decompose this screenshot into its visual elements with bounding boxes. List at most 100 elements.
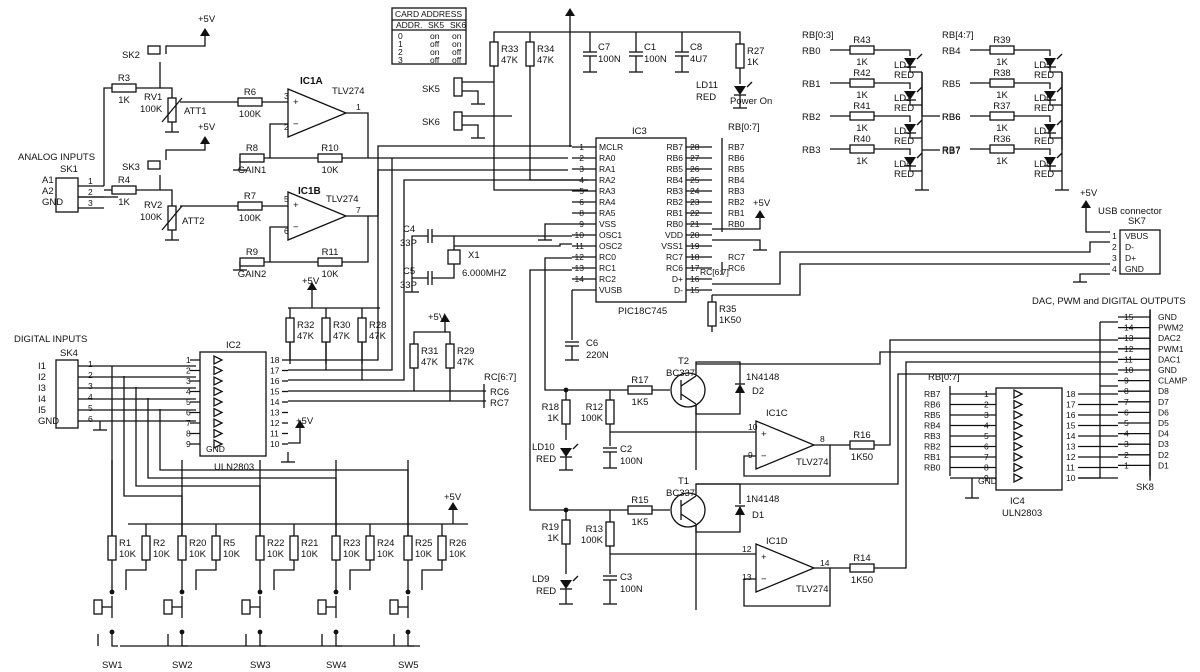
- wire: [695, 361, 741, 384]
- supply-arrow: [1081, 200, 1091, 208]
- table-cell: off: [452, 55, 462, 65]
- ic3-net-label: RB6: [728, 153, 745, 163]
- ic2-pin-num: 11: [270, 429, 279, 439]
- sk2-ref: SK2: [122, 50, 140, 61]
- resistor: [285, 317, 295, 343]
- c2-value: 100N: [620, 456, 643, 467]
- resistor-ref: R36: [993, 134, 1010, 145]
- led-ref: LD8: [1034, 159, 1051, 170]
- diode: [735, 506, 745, 515]
- resistor-value: 10K: [223, 549, 241, 560]
- wire: [1049, 67, 1062, 73]
- ic4-pin-num: 4: [984, 421, 989, 431]
- resistor-value: 1K50: [851, 452, 873, 463]
- resistor-ref: R13: [586, 524, 603, 535]
- switch-label: SW5: [398, 660, 419, 671]
- ic3-pin-num: 1: [579, 142, 584, 152]
- ic3-pin-name: RA1: [599, 164, 616, 174]
- wire: [407, 634, 414, 647]
- ic2-pin-num: 1: [186, 355, 191, 365]
- wire: [544, 257, 610, 391]
- led-symbol: [904, 157, 916, 166]
- sk4-pin-label: I1: [38, 361, 46, 372]
- resistor-value: GAIN2: [238, 269, 267, 280]
- wire: [159, 409, 409, 536]
- pin: 12: [742, 544, 752, 554]
- transistor: [670, 492, 706, 528]
- resistor-value: 47K: [421, 357, 439, 368]
- ic2-pin-num: 18: [270, 355, 280, 365]
- ic3-pin-name: RB7: [666, 142, 683, 152]
- sk8-pin-label: GND: [1158, 312, 1177, 322]
- net-label: RB0: [802, 46, 820, 57]
- ic3-pin-num: 21: [690, 219, 700, 229]
- components-layer: [55, 7, 1161, 618]
- wire: [195, 560, 217, 590]
- resistor-ref: R25: [415, 538, 432, 549]
- ic3-pin-name: RC7: [666, 252, 683, 262]
- resistor-ref: R18: [542, 402, 559, 413]
- resistor-value: 1K: [856, 90, 868, 101]
- resistor: [365, 535, 375, 561]
- sk7-connector: [1119, 229, 1161, 275]
- ic4-net-label: RB4: [924, 421, 941, 431]
- supply-label: +5V: [428, 312, 446, 323]
- resistor-value: 1K: [996, 90, 1008, 101]
- wire: [909, 166, 922, 172]
- switch-label: SW2: [172, 660, 193, 671]
- junction-dot: [109, 589, 115, 595]
- pin: 13: [742, 572, 752, 582]
- resistor: [849, 45, 875, 55]
- resistor-value: 47K: [537, 55, 555, 66]
- wire: [909, 67, 922, 73]
- led-color: RED: [894, 70, 914, 81]
- net-label: RB6: [942, 112, 960, 123]
- ic3-pin-num: 20: [690, 230, 700, 240]
- opamp-plus: +: [293, 200, 299, 211]
- ic3-pin-name: VSS1: [661, 241, 683, 251]
- ic1a-ref: IC1A: [300, 76, 323, 87]
- resistor: [111, 83, 137, 93]
- led-ref: LD2: [894, 93, 911, 104]
- resistor: [849, 111, 875, 121]
- ic4-inverter: [1013, 462, 1024, 473]
- rb07-bus-label: RB[0:7]: [728, 122, 760, 133]
- wire: [493, 16, 571, 44]
- resistor: [989, 78, 1015, 88]
- ic4-net-label: RB2: [924, 442, 941, 452]
- table-header: SK5: [428, 20, 444, 30]
- resistor-value: 1K: [747, 57, 759, 68]
- ic4-pin-num: 10: [1066, 473, 1076, 483]
- wire: [181, 634, 188, 647]
- resistor-ref: R20: [189, 538, 206, 549]
- resistor-value: GAIN1: [238, 165, 267, 176]
- wire: [1049, 166, 1062, 172]
- resistor-ref: R10: [321, 143, 338, 154]
- supply-arrow: [295, 420, 305, 428]
- resistor-value: 100K: [581, 413, 604, 424]
- sk8-pin-num: 11: [1124, 354, 1133, 364]
- junction-dot: [179, 589, 185, 595]
- sk3-jumper: [147, 160, 161, 170]
- ic2-inverter: [213, 407, 224, 418]
- ld11-ref: LD11: [696, 80, 718, 91]
- ld9-color: RED: [536, 586, 556, 597]
- wire: [123, 376, 183, 536]
- ic4-net-label: RB5: [924, 410, 941, 420]
- sk8-pin-num: 13: [1124, 333, 1134, 343]
- resistor-ref: R4: [118, 175, 130, 186]
- ic3-pin-num: 18: [690, 252, 700, 262]
- ic1b-opamp: [287, 191, 348, 241]
- sk1-ref: SK1: [60, 164, 78, 175]
- sk8-pin-label: D7: [1158, 397, 1169, 407]
- wire: [413, 322, 446, 344]
- resistor-ref: R27: [747, 46, 764, 57]
- resistor: [211, 535, 221, 561]
- resistor-ref: R29: [457, 346, 474, 357]
- resistor: [989, 144, 1015, 154]
- pin: 7: [356, 205, 361, 215]
- t1-ref: T1: [678, 476, 689, 487]
- supply-label: +5V: [444, 492, 462, 503]
- switch-label: SW4: [326, 660, 347, 671]
- ic2-pin-num: 4: [186, 387, 191, 397]
